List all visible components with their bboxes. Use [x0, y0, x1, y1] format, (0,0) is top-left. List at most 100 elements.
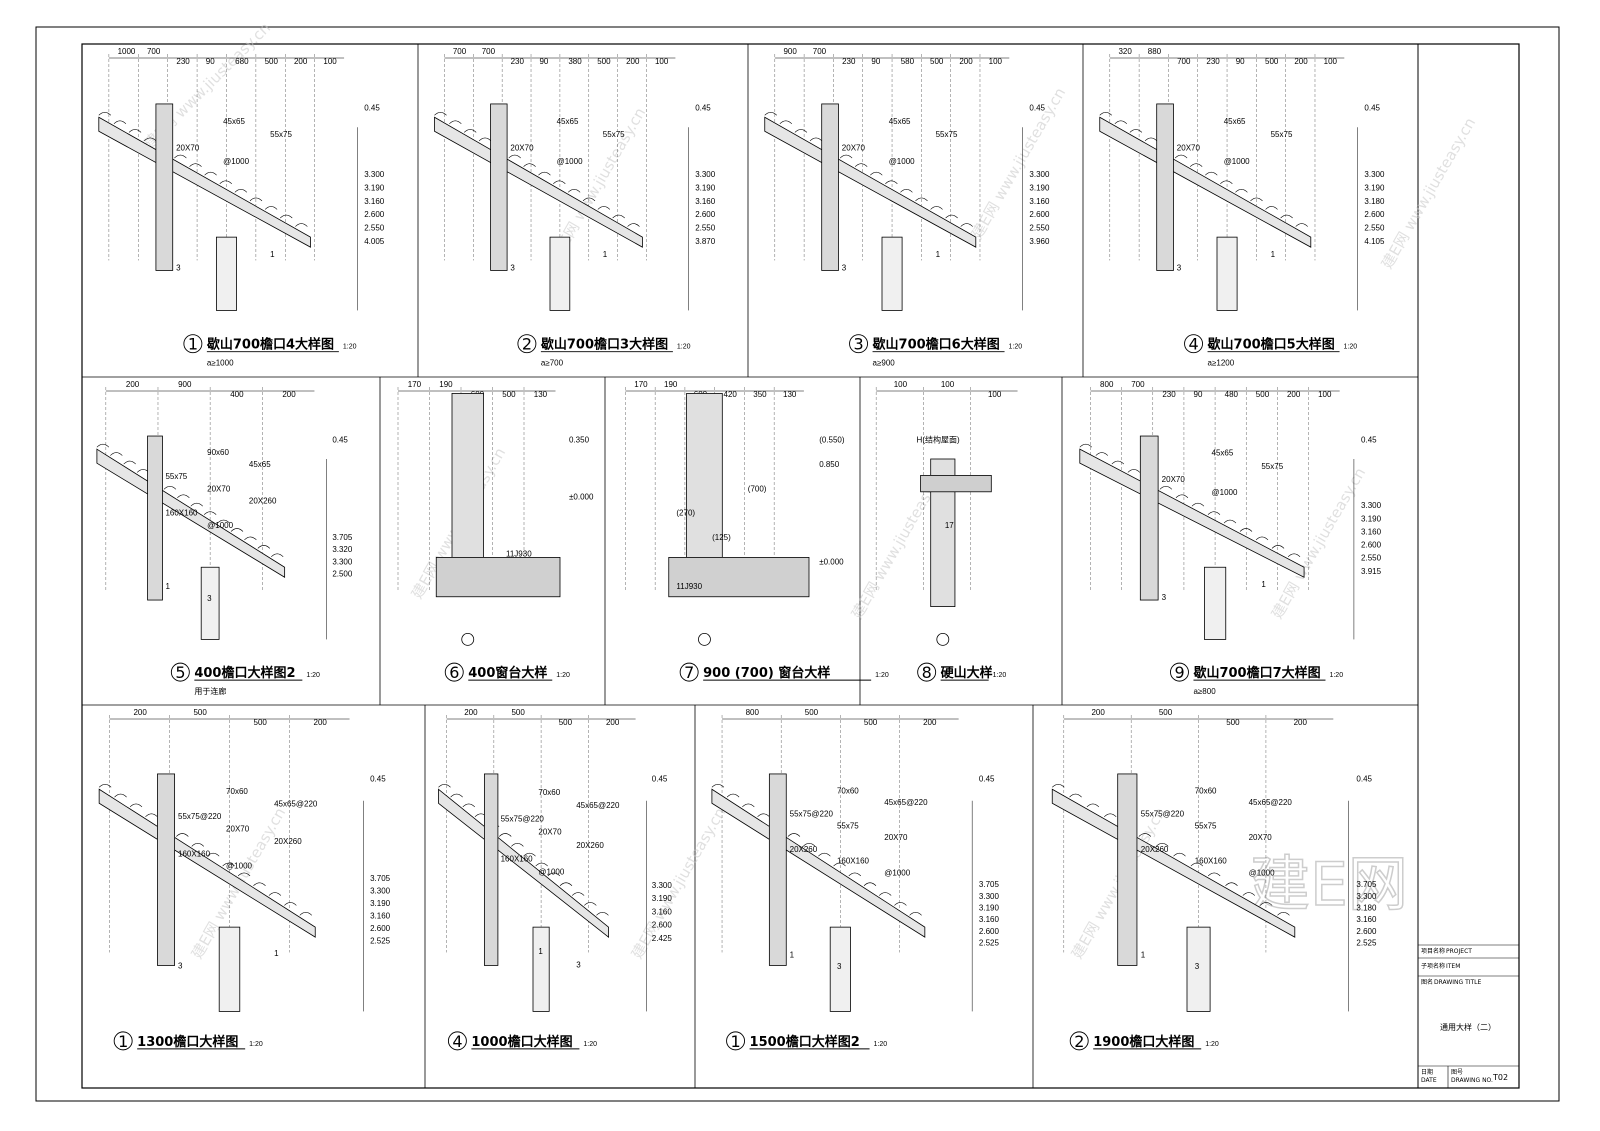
detail-note: a≥900 — [873, 359, 896, 368]
dimension-label: 200 — [959, 57, 973, 66]
note-label: 20X260 — [576, 841, 604, 850]
dimension-label: 200 — [126, 380, 140, 389]
roof-tile — [1114, 120, 1128, 125]
roof-tile — [478, 137, 492, 142]
note-label: (125) — [712, 533, 731, 542]
wall-section — [1117, 773, 1138, 966]
roof-tile — [1235, 189, 1248, 193]
roof-slab — [98, 116, 311, 248]
column-section — [218, 926, 241, 1012]
roof-tile — [711, 783, 725, 788]
roof-tile — [764, 111, 777, 116]
note-label: 160X160 — [501, 854, 534, 863]
elevation-label: 2.600 — [370, 924, 391, 933]
column-section — [1216, 236, 1238, 311]
roof-tile — [1271, 545, 1285, 549]
roof-tile — [584, 902, 597, 906]
elevation-label: 0.45 — [364, 104, 380, 113]
roof-tile — [268, 892, 282, 896]
dimension-label: 900 — [783, 47, 797, 56]
elevation-label: 0.45 — [652, 775, 668, 784]
roof-tile — [742, 803, 755, 808]
note-label: 55x75 — [837, 821, 859, 830]
roof-tile — [930, 206, 943, 210]
roof-tile — [434, 111, 447, 116]
note-label: 160X160 — [837, 857, 870, 866]
dimension-label: 100 — [988, 390, 1002, 399]
roof-tile — [1225, 882, 1238, 886]
note-label: 20X260 — [790, 845, 818, 854]
detail-scale: 1:20 — [1329, 672, 1343, 679]
dimension-label: 200 — [1294, 718, 1308, 727]
elevation-label: 3.160 — [652, 907, 673, 916]
detail-title: 1900檐口大样图 — [1093, 1034, 1194, 1050]
roof-tile — [1220, 180, 1233, 184]
roof-tile — [1079, 443, 1093, 448]
roof-tile — [900, 189, 913, 193]
note-label: 70x60 — [226, 787, 248, 796]
detail-note: a≥800 — [1193, 687, 1216, 696]
dimension-label: 230 — [1162, 390, 1176, 399]
roof-tile — [1086, 803, 1100, 808]
detail-title: 歇山700檐口5大样图 — [1207, 337, 1335, 353]
elevation-label: 3.705 — [370, 874, 391, 883]
note-label: 55x75@220 — [501, 814, 545, 823]
roof-tile — [1242, 892, 1256, 896]
elevation-label: 2.525 — [370, 936, 391, 945]
roof-tile — [538, 171, 551, 176]
note-label: 55x75@220 — [790, 810, 834, 819]
roof-tile — [499, 833, 512, 837]
elevation-label: 3.705 — [332, 533, 353, 542]
roof-tile — [508, 154, 521, 159]
note-label: 70x60 — [837, 786, 859, 795]
elevation-label: 2.550 — [364, 223, 385, 232]
axis-bubble — [936, 633, 950, 646]
elevation-label: 2.600 — [695, 210, 716, 219]
dimension-label: 200 — [314, 718, 328, 727]
elevation-label: 0.850 — [819, 460, 840, 469]
watermark-layer: 建E网 www.jiusteasy.cn 建E网 www.jiusteasy.c… — [140, 19, 1479, 962]
roof-tile — [96, 443, 110, 448]
dimension-label: 580 — [901, 57, 915, 66]
elevation-label: 3.190 — [1364, 184, 1385, 193]
note-label: 160X160 — [1195, 857, 1228, 866]
drawing-no-label-en: DRAWING NO. — [1451, 1077, 1493, 1084]
roof-tile — [98, 783, 112, 788]
elevation-label: (0.550) — [819, 436, 845, 445]
elevation-label: 3.300 — [1364, 170, 1385, 179]
dimension-label: 880 — [1148, 47, 1162, 56]
dimension-label: 800 — [746, 708, 760, 717]
dimension-label: 380 — [568, 57, 582, 66]
roof-tile — [204, 171, 217, 176]
roof-tile — [1127, 469, 1141, 473]
elevation-label: 3.300 — [1361, 501, 1382, 510]
foundation — [435, 557, 561, 598]
note-label: 90x60 — [207, 448, 229, 457]
wall-section — [155, 103, 174, 271]
elevation-label: 3.180 — [1356, 903, 1377, 912]
detail-scale: 1:20 — [1009, 344, 1023, 351]
note-label: 1 — [274, 949, 279, 958]
dimension-label: 90 — [206, 57, 215, 66]
roof-tile — [787, 833, 801, 837]
elevation-label: 3.160 — [370, 912, 391, 921]
note-label: @1000 — [226, 862, 252, 871]
dimension-label: 200 — [606, 718, 620, 727]
dimension-label: 200 — [282, 390, 296, 399]
detail-scale: 1:20 — [306, 672, 320, 679]
elevation-label: 2.550 — [1029, 223, 1050, 232]
note-label: 55x75 — [1195, 821, 1217, 830]
roof-tile — [1277, 911, 1290, 916]
note-label: 3 — [842, 263, 847, 272]
detail-6: 1701906005001300.350±0.00011J9306400窗台大样… — [397, 380, 594, 682]
roof-tile — [757, 813, 770, 818]
drawing-title-label: 图名 — [1421, 978, 1433, 986]
roof-tile — [596, 911, 609, 916]
dimension-label: 420 — [724, 390, 738, 399]
drawing-title-label-en: DRAWING TITLE — [1434, 979, 1482, 986]
detail-number: 1 — [731, 1032, 741, 1051]
dimension-label: 90 — [1194, 390, 1203, 399]
roof-tile — [1159, 486, 1173, 490]
